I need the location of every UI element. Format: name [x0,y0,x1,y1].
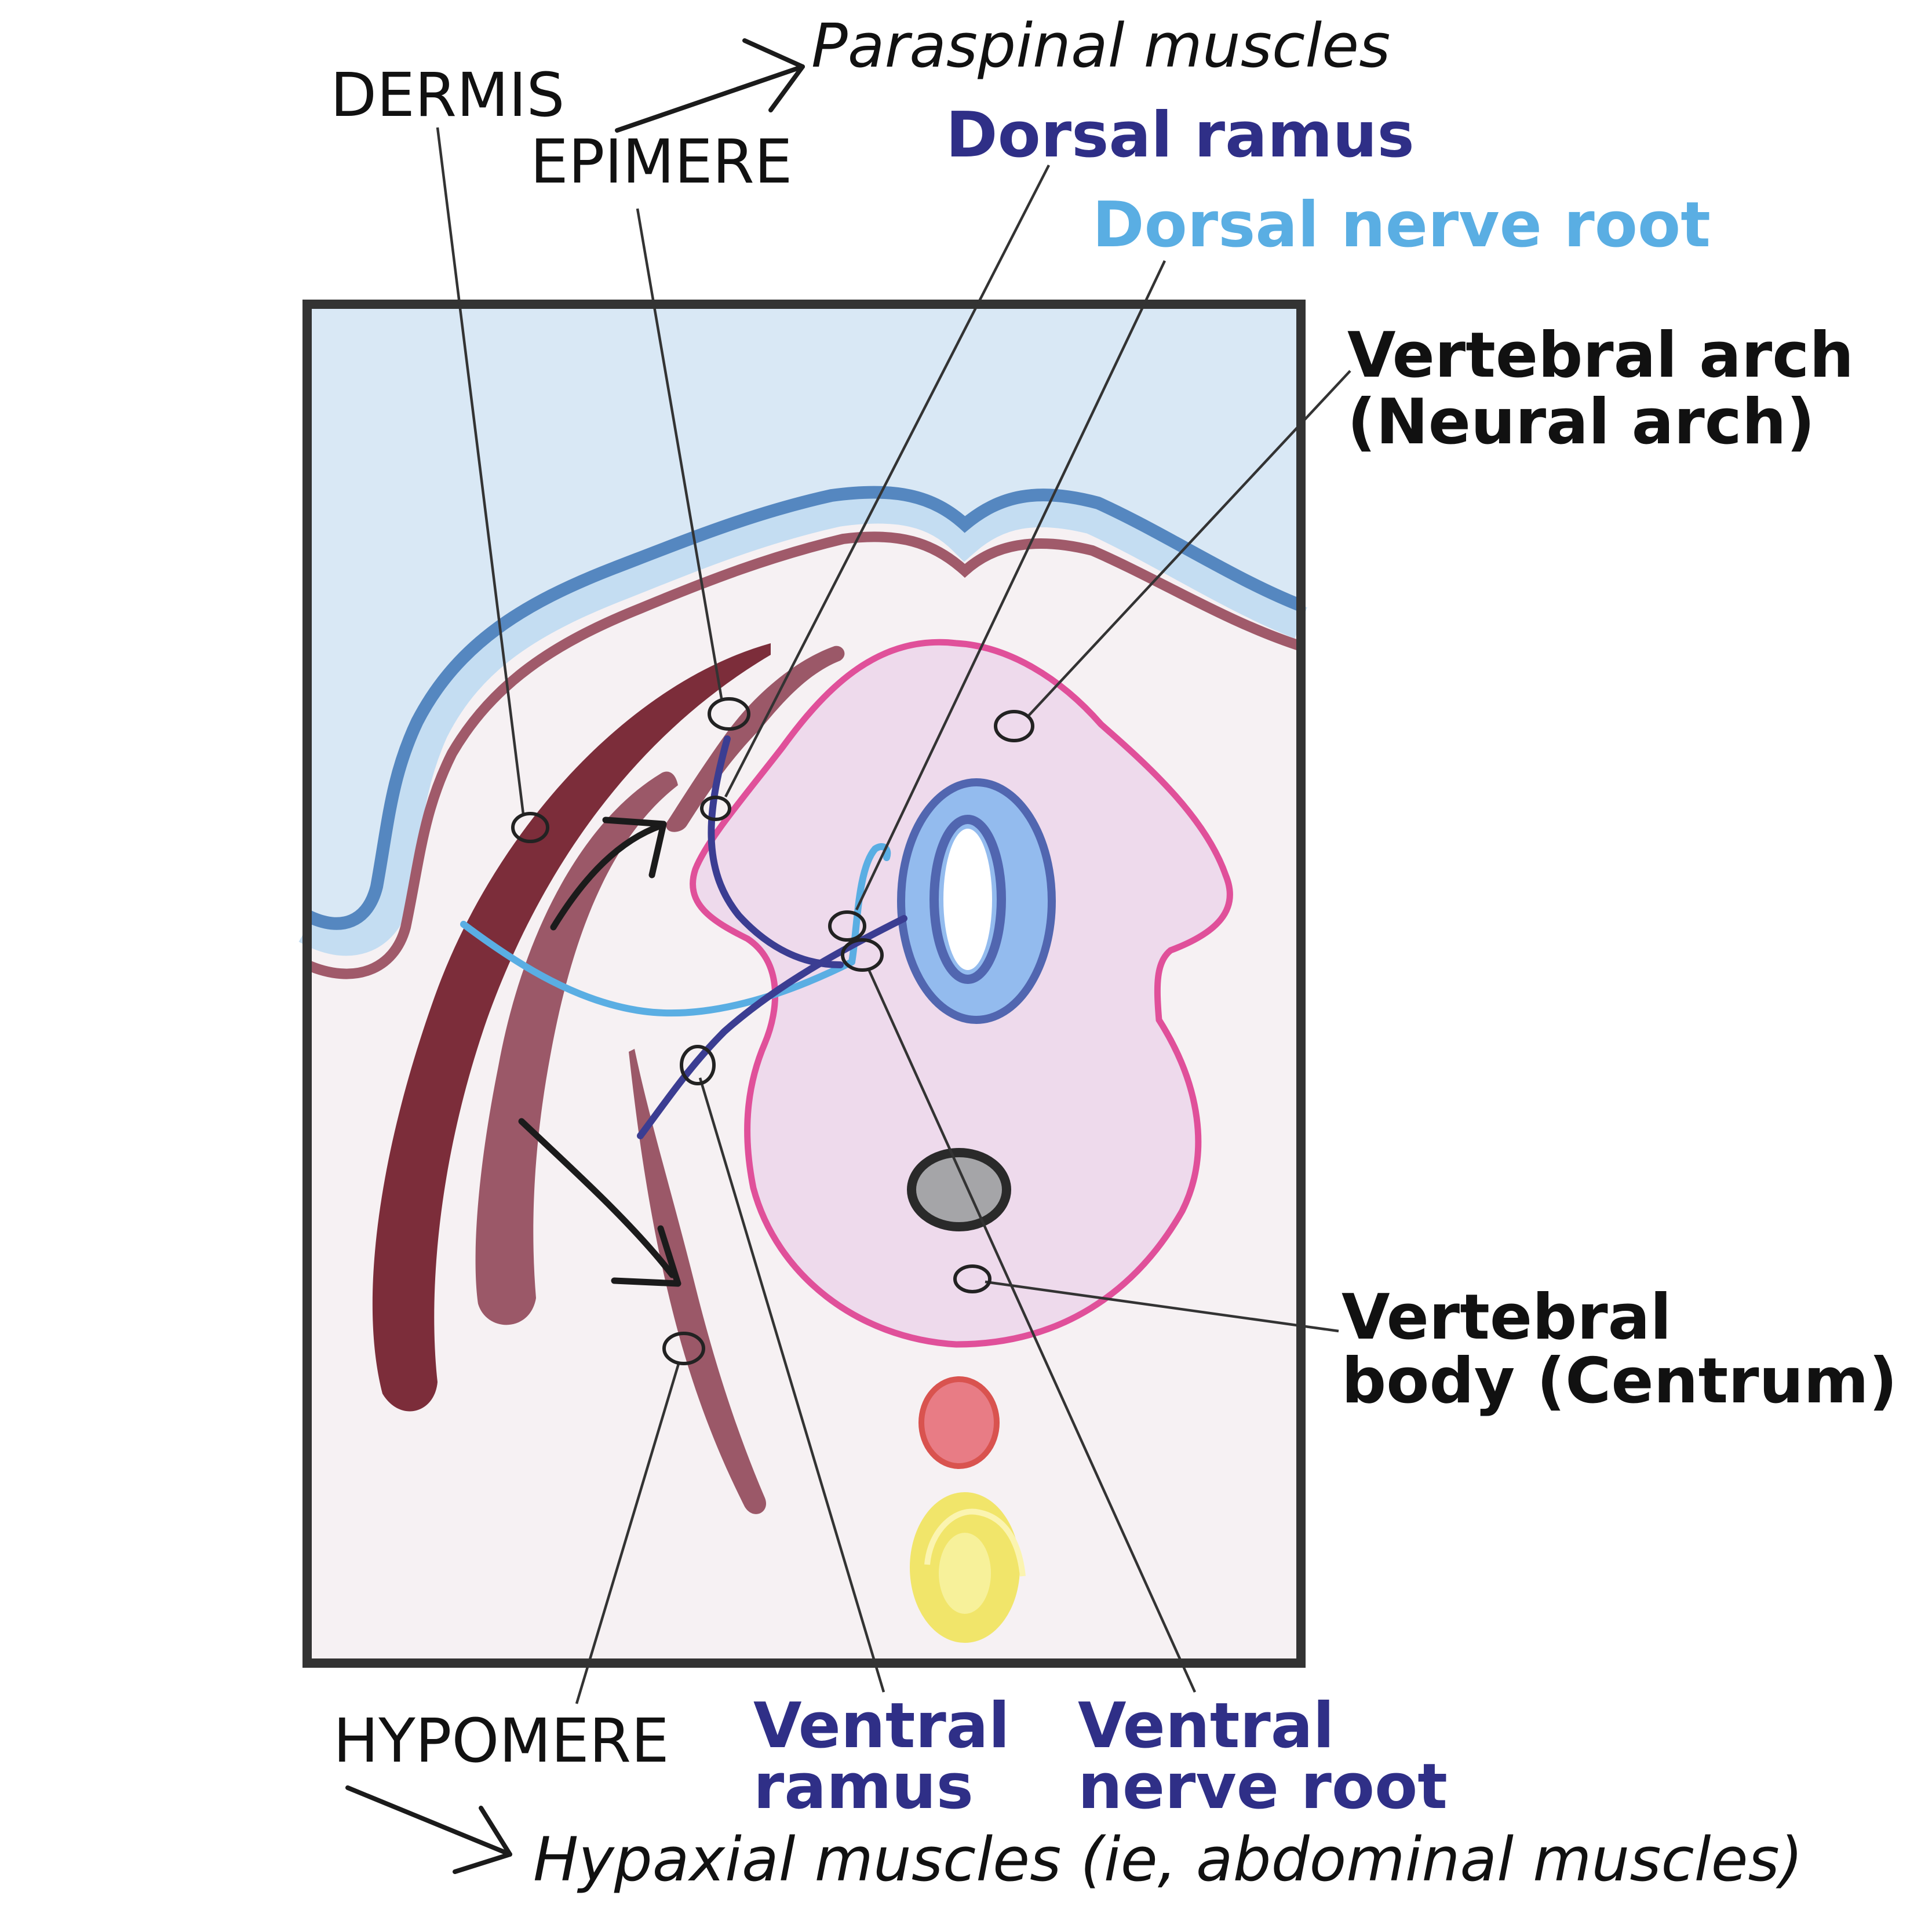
dermis-leader [436,127,525,815]
myotome-strip-outer [475,771,678,1325]
epimere-fate-arrow [615,64,805,133]
gut-tube [910,1492,1026,1643]
dermis-crescent [372,643,771,1412]
labels: DERMIS EPIMERE Paraspinal muscles Dorsal… [330,10,1897,1895]
dorsal-ramus-leader [724,164,1051,798]
ventral-ramus-marker [680,1045,716,1085]
ventral-nerve-root-marker [841,938,884,972]
hypomere-fate-arrow [345,1785,512,1857]
vertebral-arch-label-line2: (Neural arch) [1347,386,1815,458]
dermis-outer-line [305,531,1303,979]
dermomyotome-group [372,643,845,1514]
neural-tube [897,778,1056,1024]
vertebral-body-leader [985,1280,1339,1333]
fate-arrows [345,38,805,1874]
epimere-fate-arrowhead [742,38,805,112]
ventral-ramus-label-line2: ramus [753,1751,974,1823]
ventral-nerve-root-label-line2: nerve root [1078,1751,1448,1823]
vertebral-arch-label-line1: Vertebral arch [1347,319,1854,392]
hypomere-leader [575,1361,681,1704]
dorsal-ramus-label: Dorsal ramus [946,99,1415,172]
epimere-migration-arrowhead [602,816,667,878]
ventral-nerve-root-label-line1: Ventral [1078,1690,1335,1762]
hypomere-marker [662,1332,705,1365]
vertebral-arch-marker [994,710,1034,742]
hypomere-migration-arrowhead [611,1225,681,1287]
migration-arrows [518,816,681,1287]
section-frame [302,300,1306,1668]
hypomere-strip [629,1049,766,1514]
hypomere-label: HYPOMERE [333,1705,669,1776]
ventral-ramus-leader [698,1077,885,1693]
epimere-marker [708,697,750,731]
dorsal-nerve-root-line [460,921,855,1017]
dorsal-ramus-marker [700,796,731,821]
paraspinal-muscles-label: Paraspinal muscles [811,10,1390,81]
gut-lumen [939,1533,991,1614]
ventral-ramus-line [637,915,907,1139]
epimere-migration-arrow [550,822,664,931]
dermis-label: DERMIS [330,60,564,130]
gut-curl [924,1508,1026,1577]
amniotic-cavity [307,304,1301,929]
epimere-strip [666,646,845,832]
ventral-nerve-root-leader [867,970,1197,1693]
ectoderm-inner-band [298,490,1307,956]
dorsal-nerve-root-marker [828,910,866,942]
ventral-ramus-label-line1: Ventral [753,1690,1010,1762]
neural-canal [943,829,992,970]
dorsal-nerve-root-label: Dorsal nerve root [1092,189,1711,261]
dermis-marker [511,812,549,843]
ectoderm-outer-line [304,486,1304,930]
hypaxial-muscles-label: Hypaxial muscles (ie, abdominal muscles) [533,1824,1803,1895]
vertebral-body-marker [953,1264,991,1293]
hypomere-migration-arrow [518,1118,676,1278]
neural-canal-ring [929,815,1006,984]
aorta [918,1376,1000,1469]
vertebral-body-label-line2: body (Centrum) [1342,1345,1897,1417]
vertebral-arch-leader [1027,370,1351,717]
epimere-leader [636,208,723,699]
epimere-label: EPIMERE [530,126,793,197]
notochord [907,1148,1011,1231]
vertebral-body-label-line1: Vertebral [1342,1281,1672,1354]
leader-lines [436,127,1351,1704]
dorsal-nerve-root-leader [855,260,1167,910]
hypomere-fate-arrowhead [453,1806,512,1874]
